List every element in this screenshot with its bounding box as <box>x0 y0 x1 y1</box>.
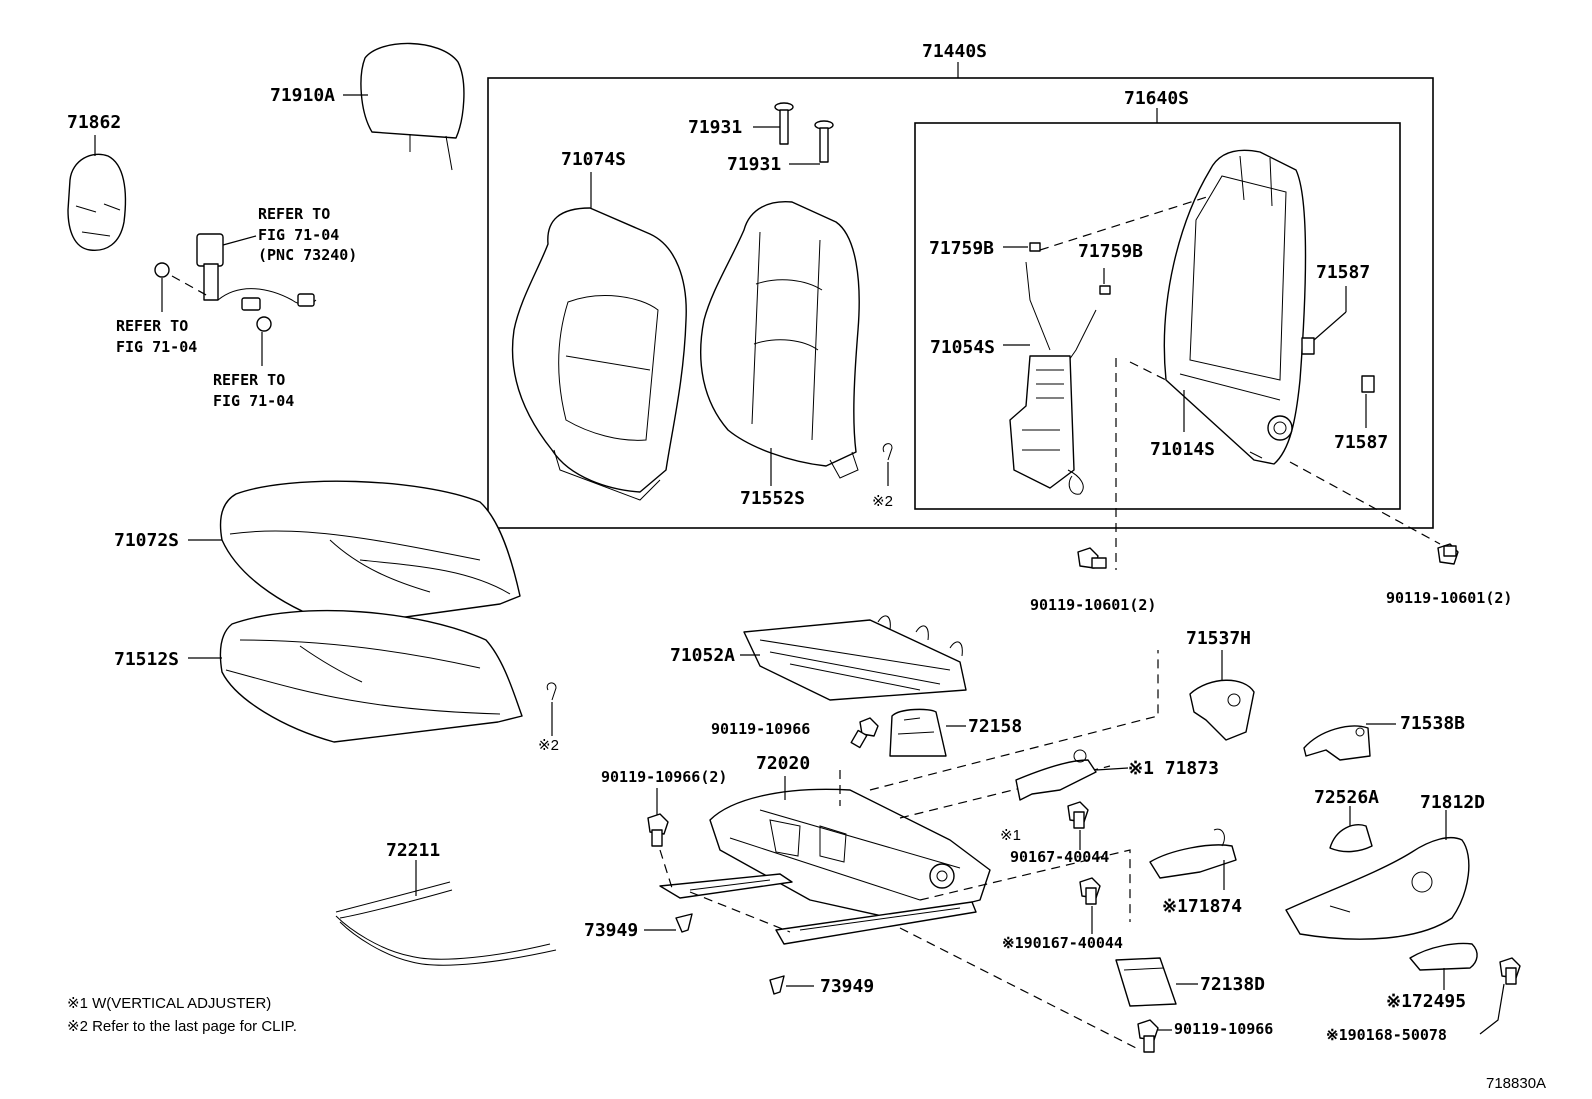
clip-back <box>882 443 893 486</box>
seatback-frame-71014S <box>1163 149 1307 465</box>
label-71014S: 71014S <box>1150 439 1215 460</box>
wire-harness-72211 <box>335 860 557 966</box>
plate-72138D <box>1115 957 1198 1007</box>
label-72211: 72211 <box>386 840 440 861</box>
label-71873: ※1 71873 <box>1128 758 1219 779</box>
label-90167-40044-a: 90167-40044 <box>1010 848 1109 866</box>
label-71512S: 71512S <box>114 649 179 670</box>
label-90119-10601-a: 90119-10601(2) <box>1030 596 1156 614</box>
figure-id: 718830A <box>1486 1075 1546 1092</box>
label-72138D: 72138D <box>1200 974 1265 995</box>
label-90119-10966-c: 90119-10966 <box>1174 1020 1273 1038</box>
label-71072S: 71072S <box>114 530 179 551</box>
refer-note-belt-c-1: REFER TO <box>213 371 285 389</box>
clip-71587 <box>1301 286 1375 428</box>
refer-note-belt-b-1: REFER TO <box>116 317 188 335</box>
bolt-90119-10966-c <box>1137 1019 1172 1053</box>
spring-assembly-71052A <box>740 615 967 701</box>
headrest-guide-71931 <box>753 102 834 165</box>
reinforcement-71874 <box>1149 828 1237 890</box>
seat-frame-72020 <box>709 776 991 921</box>
clip-71759B <box>1003 242 1111 295</box>
label-71537H: 71537H <box>1186 628 1251 649</box>
refer-note-belt-c-2: FIG 71-04 <box>213 392 294 410</box>
hinge-cover-71538B <box>1303 723 1396 761</box>
label-90167-40044-b: ※190167-40044 <box>1002 934 1123 952</box>
label-71812D: 71812D <box>1420 792 1485 813</box>
clip-mark-back: ※2 <box>872 493 893 510</box>
bolt-90119-10966-a <box>839 717 879 806</box>
label-72158: 72158 <box>968 716 1022 737</box>
refer-note-belt-b-2: FIG 71-04 <box>116 338 197 356</box>
lumbar-support-71054S <box>1003 261 1097 495</box>
side-cover-71812D <box>1285 810 1470 940</box>
label-72495: ※172495 <box>1386 991 1466 1012</box>
label-71552S: 71552S <box>740 488 805 509</box>
label-71640S: 71640S <box>1124 88 1189 109</box>
label-71931-b: 71931 <box>727 154 781 175</box>
bolt-90119-10966-b <box>647 788 673 889</box>
label-71874: ※171874 <box>1162 896 1242 917</box>
label-71587-b: 71587 <box>1334 432 1388 453</box>
reinforcement-71873 <box>1015 749 1129 801</box>
bolt-90167-40044-b <box>1079 877 1101 934</box>
clip-mark-cushion: ※2 <box>538 737 559 754</box>
label-72526A: 72526A <box>1314 787 1379 808</box>
track-leaders <box>689 650 1159 1051</box>
hinge-cover-71537H <box>1189 650 1255 741</box>
label-71759B-a: 71759B <box>929 238 994 259</box>
refer-note-belt-a-2: FIG 71-04 <box>258 226 339 244</box>
cushion-pad-71512S <box>188 609 523 743</box>
label-73949-a: 73949 <box>584 920 638 941</box>
footnote-2: ※2 Refer to the last page for CLIP. <box>67 1018 297 1035</box>
label-90119-10966-a: 90119-10966 <box>711 720 810 738</box>
label-71054S: 71054S <box>930 337 995 358</box>
seat-track-rail <box>659 873 977 945</box>
label-71910A: 71910A <box>270 85 335 106</box>
frame-subassembly-box <box>914 108 1401 510</box>
label-71052A: 71052A <box>670 645 735 666</box>
seatback-pad-71552S <box>700 201 860 486</box>
label-71538B: 71538B <box>1400 713 1465 734</box>
label-73949-b: 73949 <box>820 976 874 997</box>
headrest-cover-71862 <box>67 135 127 251</box>
side-shield-72158 <box>889 708 966 757</box>
refer-note-belt-a-3: (PNC 73240) <box>258 246 357 264</box>
frame-leaders <box>1039 195 1441 570</box>
label-71587-a: 71587 <box>1316 262 1370 283</box>
label-72020: 72020 <box>756 753 810 774</box>
cap-73949 <box>644 913 814 995</box>
clip-cushion <box>546 682 557 736</box>
label-71931-a: 71931 <box>688 117 742 138</box>
bolt-90167-40044-a <box>1067 801 1089 850</box>
headrest <box>343 42 465 171</box>
knob-72526A <box>1329 806 1373 853</box>
label-71074S: 71074S <box>561 149 626 170</box>
footnote-1: ※1 W(VERTICAL ADJUSTER) <box>67 995 271 1012</box>
label-90119-10601-b: 90119-10601(2) <box>1386 589 1512 607</box>
label-71862: 71862 <box>67 112 121 133</box>
seatback-cover-71074S <box>511 172 687 501</box>
cover-72495 <box>1409 942 1478 990</box>
label-71759B-b: 71759B <box>1078 241 1143 262</box>
mark-90167-40044-a: ※1 <box>1000 827 1021 844</box>
bolt-90168-50078 <box>1479 957 1521 1035</box>
label-71440S: 71440S <box>922 41 987 62</box>
label-90119-10966-b: 90119-10966(2) <box>601 768 727 786</box>
cushion-cover-71072S <box>188 480 521 627</box>
bolt-90119-10601 <box>1077 543 1459 569</box>
refer-note-belt-a-1: REFER TO <box>258 205 330 223</box>
seat-belt-buckle <box>154 233 317 366</box>
label-90168-50078: ※190168-50078 <box>1326 1026 1447 1044</box>
seatback-assembly-box <box>487 62 1434 529</box>
